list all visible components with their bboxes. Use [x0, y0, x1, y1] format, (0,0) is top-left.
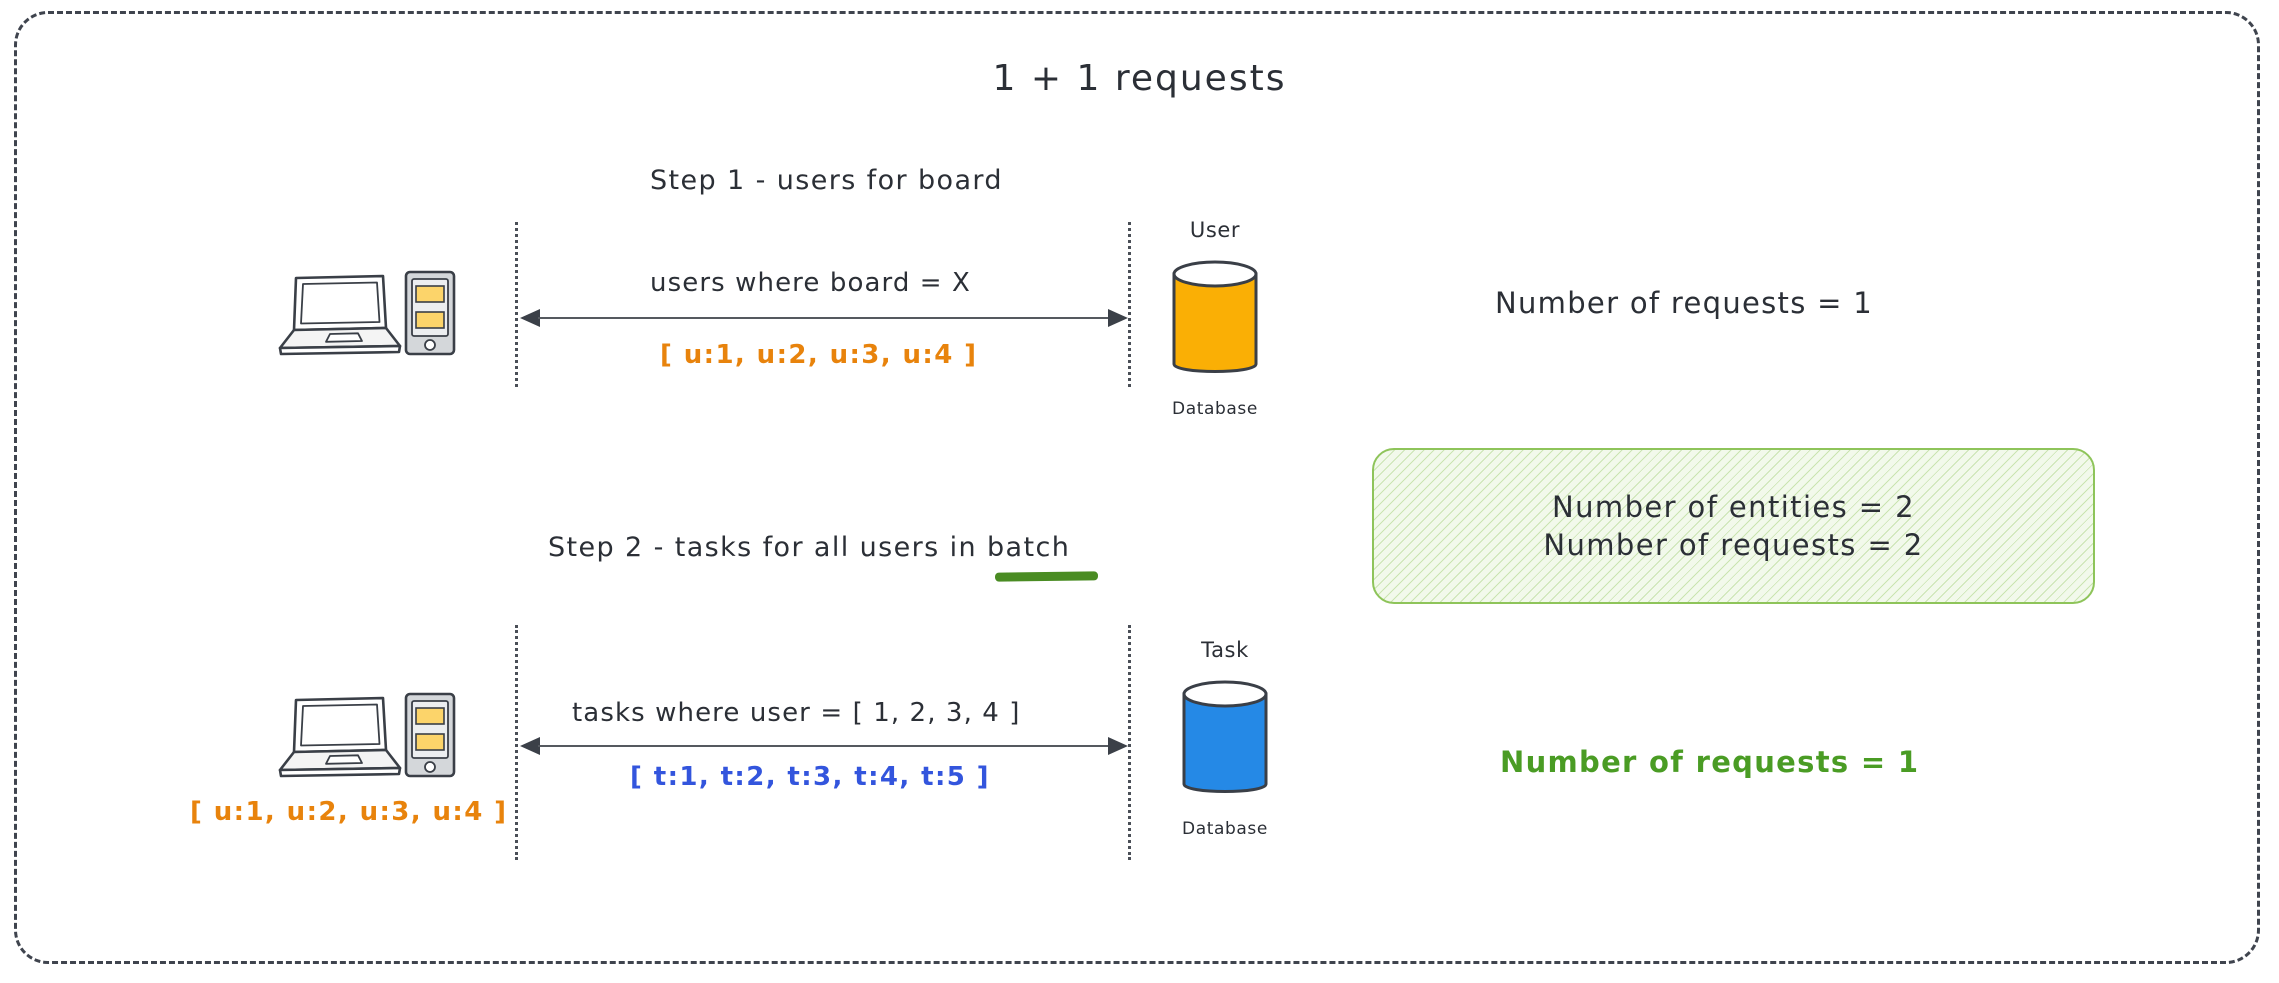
laptop-icon [278, 696, 402, 778]
task-database-sublabel: Database [1182, 819, 1268, 839]
step-2-response-label: [ t:1, t:2, t:3, t:4, t:5 ] [630, 762, 990, 792]
step-2-client-lifeline [515, 625, 518, 860]
arrow-head-left-icon [520, 737, 540, 755]
arrow-head-right-icon [1108, 737, 1128, 755]
step-1-request-count: Number of requests = 1 [1495, 286, 1874, 320]
client-devices-group-icon [278, 270, 456, 356]
mobile-phone-icon [404, 270, 456, 356]
database-cylinder-icon [1172, 260, 1258, 373]
step-2-client-payload: [ u:1, u:2, u:3, u:4 ] [190, 797, 508, 827]
step-2-client-devices [272, 690, 462, 780]
diagram-frame [14, 11, 2260, 964]
arrow-head-right-icon [1108, 309, 1128, 327]
mobile-phone-icon [404, 692, 456, 778]
step-1-client-devices [272, 268, 462, 358]
client-devices-group-icon [278, 692, 456, 778]
user-database-sublabel: Database [1172, 399, 1258, 419]
arrow-line [538, 317, 1110, 319]
step-2-arrow [520, 735, 1128, 757]
step-1-response-label: [ u:1, u:2, u:3, u:4 ] [660, 340, 978, 370]
user-database: User Database [1160, 218, 1270, 419]
summary-callout: Number of entities = 2 Number of request… [1372, 448, 2095, 604]
page-title: 1 + 1 requests [992, 58, 1287, 99]
task-database: Task Database [1170, 638, 1280, 839]
step-1-client-lifeline [515, 222, 518, 387]
summary-entities: Number of entities = 2 [1552, 489, 1915, 524]
database-cylinder-icon [1182, 680, 1268, 793]
step-1-request-label: users where board = X [650, 268, 971, 298]
summary-requests: Number of requests = 2 [1543, 528, 1924, 562]
task-database-title: Task [1201, 638, 1249, 662]
user-database-title: User [1189, 218, 1241, 242]
step-1-arrow [520, 307, 1128, 329]
step-1-database-lifeline [1128, 222, 1131, 387]
step-2-request-label: tasks where user = [ 1, 2, 3, 4 ] [572, 698, 1021, 728]
arrow-line [538, 745, 1110, 747]
arrow-head-left-icon [520, 309, 540, 327]
step-1-caption: Step 1 - users for board [650, 165, 1003, 196]
step-2-request-count: Number of requests = 1 [1500, 745, 1920, 779]
laptop-icon [278, 274, 402, 356]
step-2-database-lifeline [1128, 625, 1131, 860]
step-2-caption: Step 2 - tasks for all users in batch [548, 532, 1071, 563]
step-2-batch-underline [994, 571, 1099, 582]
